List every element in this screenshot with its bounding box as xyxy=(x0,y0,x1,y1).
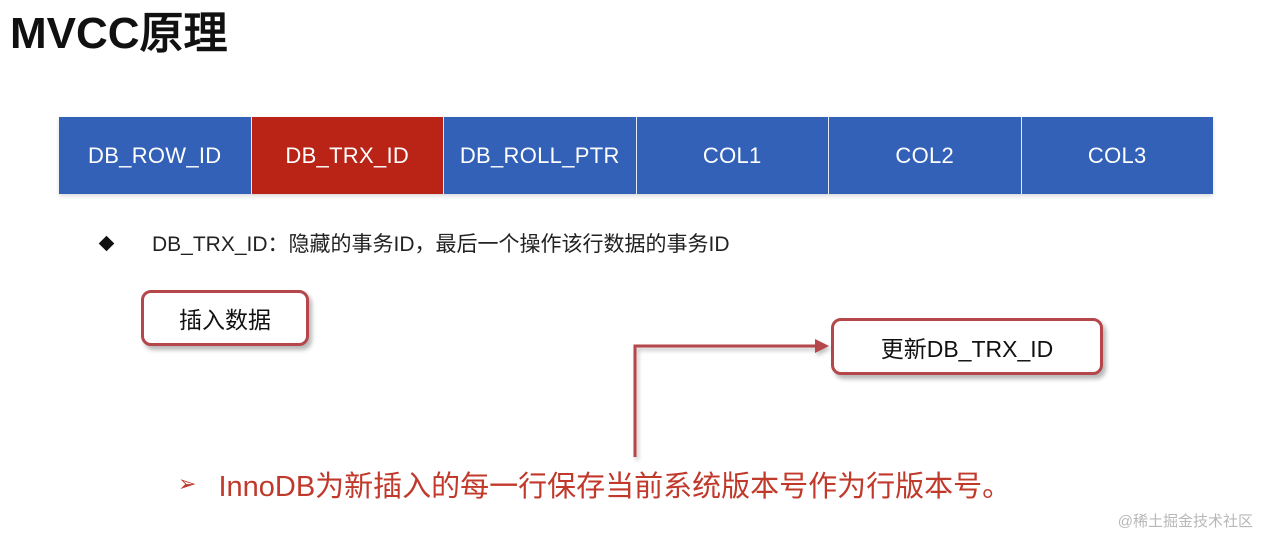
arrow-bullet-icon: ➢ xyxy=(178,471,197,496)
column-db-row-id: DB_ROW_ID xyxy=(59,117,252,194)
column-db-trx-id: DB_TRX_ID xyxy=(251,117,444,194)
watermark: @稀土掘金技术社区 xyxy=(1117,513,1253,530)
column-col3: COL3 xyxy=(1021,117,1213,194)
page-title: MVCC原理 xyxy=(10,9,228,58)
update-trx-id-label: 更新DB_TRX_ID xyxy=(880,335,1054,362)
insert-data-box: 插入数据 xyxy=(141,290,309,346)
column-col1: COL1 xyxy=(636,117,829,194)
insert-data-label: 插入数据 xyxy=(179,307,271,333)
arrow-head-icon xyxy=(815,339,829,353)
column-db-roll-ptr: DB_ROLL_PTR xyxy=(444,117,637,194)
bullet-text: DB_TRX_ID：隐藏的事务ID，最后一个操作该行数据的事务ID xyxy=(152,233,730,256)
note-text: InnoDB为新插入的每一行保存当前系统版本号作为行版本号。 xyxy=(218,471,1012,503)
note-line: ➢ InnoDB为新插入的每一行保存当前系统版本号作为行版本号。 xyxy=(178,461,1011,507)
diamond-bullet-icon xyxy=(98,235,115,251)
update-trx-id-box: 更新DB_TRX_ID xyxy=(831,318,1103,375)
column-col2: COL2 xyxy=(829,117,1022,194)
bullet-description: DB_TRX_ID：隐藏的事务ID，最后一个操作该行数据的事务ID xyxy=(97,228,730,258)
row-structure-table: DB_ROW_ID DB_TRX_ID DB_ROLL_PTR COL1 COL… xyxy=(59,117,1213,194)
connector-line xyxy=(633,344,818,457)
